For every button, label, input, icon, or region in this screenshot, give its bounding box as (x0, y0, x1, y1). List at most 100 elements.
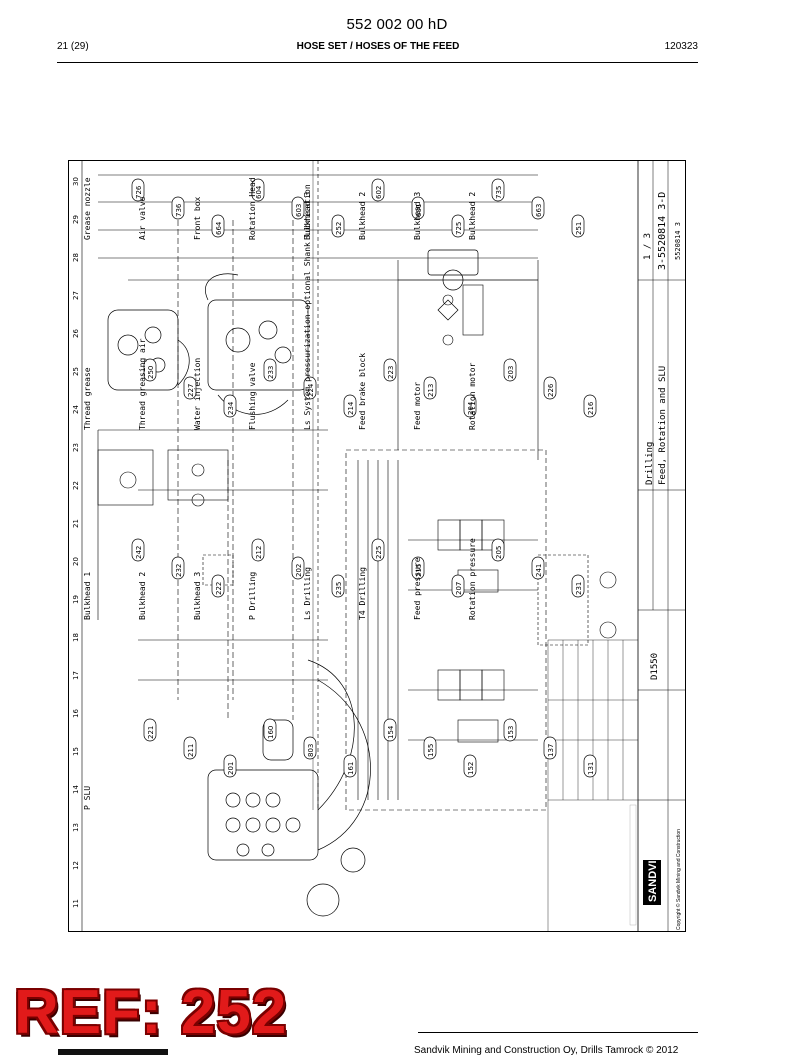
grid-number: 30 (72, 177, 80, 186)
schematic-label: Bulkhead 2 (468, 192, 477, 240)
hose-ref-tag: 223 (383, 358, 397, 382)
hose-ref-tag: 663 (531, 196, 545, 220)
footer-rule (418, 1032, 698, 1033)
hose-ref-tag: 212 (251, 538, 265, 562)
svg-text:224: 224 (307, 383, 315, 397)
svg-text:603: 603 (295, 204, 303, 217)
grid-number: 28 (72, 253, 80, 262)
hose-ref-tag: 602 (371, 178, 385, 202)
schematic-label: P Drilling (248, 572, 257, 620)
drawing-number-small: 5520814 3 (674, 222, 682, 260)
grid-number: 22 (72, 481, 80, 490)
copyright-text: Copyright © Sandvik Mining and Construct… (675, 829, 682, 930)
drawing-model: D1550 (650, 653, 660, 680)
schematic-label: P SLU (83, 786, 92, 810)
svg-text:204: 204 (467, 401, 475, 415)
svg-text:154: 154 (387, 725, 395, 739)
svg-text:250: 250 (147, 366, 155, 379)
hose-ref-tag: 250 (143, 358, 157, 382)
schematic-label: Feed brake block (358, 353, 367, 430)
svg-text:213: 213 (427, 384, 435, 397)
hose-ref-tag: 735 (491, 178, 505, 202)
svg-text:155: 155 (427, 744, 435, 757)
svg-text:205: 205 (495, 546, 503, 559)
hose-ref-tag: 241 (531, 556, 545, 580)
svg-text:736: 736 (175, 203, 183, 217)
hose-ref-tag: 213 (423, 376, 437, 400)
svg-text:235: 235 (335, 582, 343, 595)
schematic-label: Bulkhead 3 (303, 192, 312, 240)
svg-text:726: 726 (135, 185, 143, 199)
hose-ref-tag: 160 (263, 718, 277, 742)
hose-ref-tag: 222 (211, 574, 225, 598)
hose-ref-tag: 252 (331, 214, 345, 238)
grid-number: 27 (72, 291, 80, 300)
svg-text:214: 214 (347, 401, 355, 415)
svg-text:735: 735 (495, 186, 503, 199)
svg-text:202: 202 (295, 564, 303, 577)
svg-text:601: 601 (415, 204, 423, 217)
document-id: 552 002 00 hD (346, 16, 448, 33)
hose-ref-tag: 603 (291, 196, 305, 220)
svg-text:201: 201 (227, 762, 235, 775)
page-number: 21 (29) (57, 41, 89, 52)
hose-ref-tag: 226 (543, 376, 557, 400)
svg-text:234: 234 (227, 401, 235, 415)
svg-text:215: 215 (415, 564, 423, 577)
schematic-label: Bulkhead 2 (358, 192, 367, 240)
hose-ref-tag: 225 (371, 538, 385, 562)
schematic-label: Air valve (138, 196, 147, 240)
grid-number: 20 (72, 557, 80, 566)
svg-text:602: 602 (375, 186, 383, 199)
hose-ref-tag: 664 (211, 214, 225, 238)
svg-text:241: 241 (535, 564, 543, 577)
svg-text:137: 137 (547, 744, 555, 757)
schematic-label: Bulkhead 1 (83, 572, 92, 620)
grid-number: 21 (72, 519, 80, 528)
grid-number: 19 (72, 595, 80, 604)
schematic-label: Thread greasing air (138, 338, 147, 430)
schematic-label: Bulkhead 3 (413, 192, 422, 240)
grid-number: 11 (72, 899, 80, 908)
hose-ref-tag: 242 (131, 538, 145, 562)
hose-ref-tag: 207 (451, 574, 465, 598)
footer-logo-strip (58, 1049, 168, 1055)
hose-ref-tag: 214 (343, 394, 357, 418)
svg-text:242: 242 (135, 546, 143, 559)
grid-number: 13 (72, 823, 80, 832)
hose-ref-tag: 251 (571, 214, 585, 238)
hose-ref-tag: 137 (543, 736, 557, 760)
svg-text:231: 231 (575, 582, 583, 595)
svg-text:131: 131 (587, 762, 595, 775)
svg-text:232: 232 (175, 564, 183, 577)
drawing-title-2: Feed, Rotation and SLU (658, 366, 668, 485)
schematic-label: Flushing valve (248, 362, 257, 430)
page-title: HOSE SET / HOSES OF THE FEED (296, 41, 460, 52)
schematic-label: T4 Drilling (358, 567, 367, 620)
hose-ref-tag: 215 (411, 556, 425, 580)
hose-ref-tag: 155 (423, 736, 437, 760)
schematic-label: Feed pressure (413, 557, 422, 620)
schematic-label: Rotation pressure (468, 538, 477, 620)
svg-text:227: 227 (187, 384, 195, 397)
hose-ref-tag: 224 (303, 376, 317, 400)
svg-text:216: 216 (587, 401, 595, 415)
hydraulic-schematic: 1112131415161718192021222324252627282930… (68, 160, 686, 932)
svg-text:225: 225 (375, 546, 383, 559)
sheet-number: 1 / 3 (643, 233, 653, 260)
hose-ref-tag: 235 (331, 574, 345, 598)
svg-text:664: 664 (215, 221, 223, 235)
svg-text:160: 160 (267, 726, 275, 739)
grid-number: 23 (72, 443, 80, 452)
hose-ref-tag: 216 (583, 394, 597, 418)
hose-ref-tag: 725 (451, 214, 465, 238)
hose-ref-tag: 161 (343, 754, 357, 778)
hose-ref-tag: 234 (223, 394, 237, 418)
grid-number: 15 (72, 747, 80, 756)
hose-ref-tag: 227 (183, 376, 197, 400)
hose-ref-tag: 231 (571, 574, 585, 598)
date-code: 120323 (664, 41, 698, 52)
svg-text:252: 252 (335, 222, 343, 235)
hose-ref-tag: 601 (411, 196, 425, 220)
hose-ref-tag: 204 (463, 394, 477, 418)
